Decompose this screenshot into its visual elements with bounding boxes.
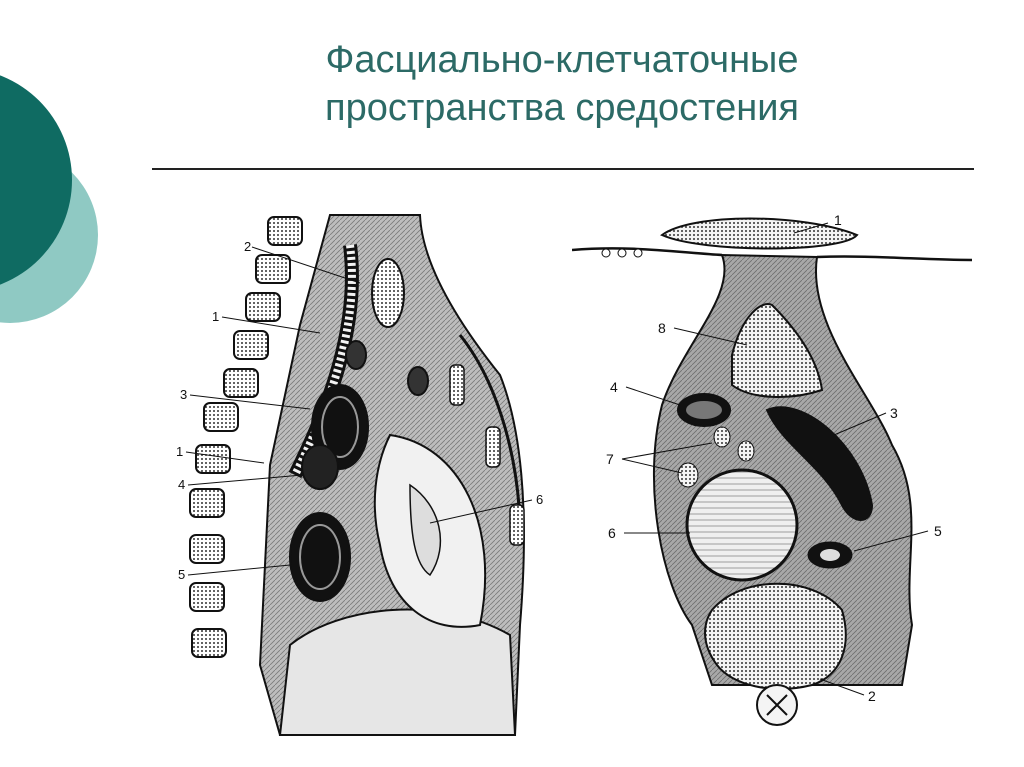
right-figure-labels: 1 8 4 3 7 6 5 2 [606,212,942,704]
right-label-2: 2 [868,688,876,704]
left-label-1b: 1 [176,444,183,459]
left-label-1: 1 [212,309,219,324]
right-label-5: 5 [934,523,942,539]
thymus-lobe [371,258,405,328]
dark-teal-circle [0,75,72,285]
right-label-8: 8 [658,320,666,336]
title-line-2: пространства средостения [325,87,799,129]
aortic-arch [765,406,874,521]
title-line-1: Фасциально-клетчаточные [325,39,799,81]
trachea [685,468,799,582]
sternum [660,217,859,250]
right-label-7: 7 [606,451,614,467]
right-label-3: 3 [890,405,898,421]
left-figure-labels: 2 1 3 1 4 5 6 [176,239,543,582]
vertebral-column [189,216,303,658]
left-label-5: 5 [178,567,185,582]
bronchus-section [301,444,339,490]
left-label-6: 6 [536,492,543,507]
vertebral-body [704,582,847,690]
right-label-6: 6 [608,525,616,541]
right-label-4: 4 [610,379,618,395]
right-label-1: 1 [834,212,842,228]
left-label-3: 3 [180,387,187,402]
decorative-circles [0,75,98,323]
diaphragm-region [278,608,517,736]
left-label-4: 4 [178,477,185,492]
thymus [731,303,824,398]
page-title: Фасциально-клетчаточные пространства сре… [150,36,974,132]
left-label-2: 2 [244,239,251,254]
sagittal-section-figure: 2 1 3 1 4 5 6 [176,214,543,736]
transverse-section-figure: 1 8 4 3 7 6 5 2 [572,212,973,726]
title-divider [152,168,974,170]
chest-wall-line [572,247,973,262]
